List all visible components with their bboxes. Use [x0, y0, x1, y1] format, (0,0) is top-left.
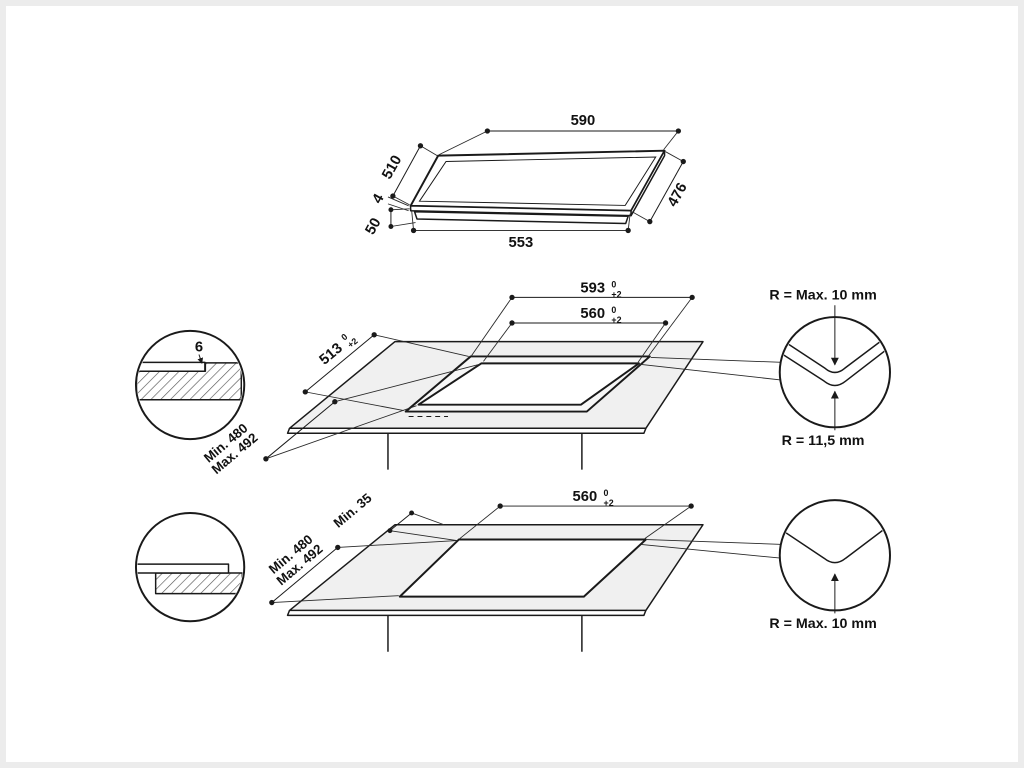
flush-mount-view: 593 0 +2 560 0 +2 513 0 +2 — [134, 280, 891, 477]
detail-overlay-section — [134, 511, 246, 623]
dim-recess-width-tol-upper: 0 — [611, 280, 616, 290]
dim-cutout-width-label: 560 — [573, 489, 598, 505]
dim-top-width: 590 — [438, 113, 682, 156]
recess-corner-line — [781, 335, 889, 374]
dim-recess-width: 593 0 +2 — [471, 280, 695, 356]
radius-label: R = Max. 10 mm — [769, 616, 876, 632]
dim-recess-depth-label: 513 — [317, 340, 346, 368]
detail-leader-lower — [640, 544, 782, 559]
detail-leader-upper — [646, 539, 783, 545]
dim-depth-right-label: 476 — [665, 180, 691, 209]
dim-recess-depth-tol-upper: 0 — [339, 332, 349, 343]
hob-right-edge — [630, 149, 666, 217]
detail-leader-inner — [639, 363, 782, 381]
dim-cutout-width-tol-lower: +2 — [604, 498, 614, 508]
cutout-corner-line — [781, 524, 889, 564]
hob-isometric-view: 590 510 476 553 4 — [363, 113, 691, 251]
dim-cutout-width-label: 560 — [580, 306, 605, 322]
hob-glass-section — [137, 361, 206, 372]
dim-bottom-width-label: 553 — [509, 235, 534, 251]
dim-body-height: 50 — [363, 207, 416, 238]
dim-top-width-label: 590 — [571, 113, 596, 129]
hob-body-front — [413, 210, 629, 225]
detail-corner-radii: R = Max. 10 mm R = 11,5 mm — [639, 287, 891, 449]
dim-bottom-width: 553 — [410, 209, 631, 251]
radius-inner-label: R = 11,5 mm — [782, 433, 865, 449]
dim-cutout-width-tol-upper: 0 — [604, 488, 609, 498]
detail-leader-outer — [650, 356, 782, 363]
dim-glass-thickness-label: 4 — [370, 191, 388, 207]
step-depth-label: 6 — [195, 340, 203, 356]
hob-glass-section — [137, 563, 230, 574]
radius-outer-label: R = Max. 10 mm — [769, 287, 876, 303]
step-depth-arrow — [197, 354, 204, 364]
cutout-corner-line — [781, 344, 889, 387]
dim-recess-width-label: 593 — [580, 280, 605, 296]
hob-installation-diagram: 590 510 476 553 4 — [134, 113, 891, 652]
dim-depth-left-label: 510 — [379, 153, 405, 182]
dim-edge-distance-label: Min. 35 — [331, 490, 376, 531]
dim-recess-width-tol-lower: +2 — [611, 289, 621, 299]
dim-depth-left: 510 — [379, 143, 438, 206]
dim-recess-depth-tol-lower: +2 — [346, 336, 360, 350]
detail-step-section: 6 — [134, 329, 246, 441]
dim-cutout-width: 560 0 +2 — [459, 488, 694, 539]
worktop-section — [154, 572, 243, 595]
worktop-front-edge — [286, 610, 647, 617]
dim-cutout-width: 560 0 +2 — [483, 305, 669, 363]
dim-body-height-label: 50 — [363, 215, 385, 237]
cutout-outline — [417, 362, 640, 406]
cutout-outline — [398, 538, 647, 598]
hob-glass-inner-edge — [418, 156, 657, 206]
standard-mount-view: 560 0 +2 Min. 35 Min. 480 Max. 492 — [134, 488, 891, 652]
detail-corner-radius: R = Max. 10 mm — [640, 499, 891, 632]
worktop-front-edge — [286, 428, 647, 434]
dim-cutout-width-tol-upper: 0 — [611, 305, 616, 315]
dim-cutout-width-tol-lower: +2 — [611, 315, 621, 325]
